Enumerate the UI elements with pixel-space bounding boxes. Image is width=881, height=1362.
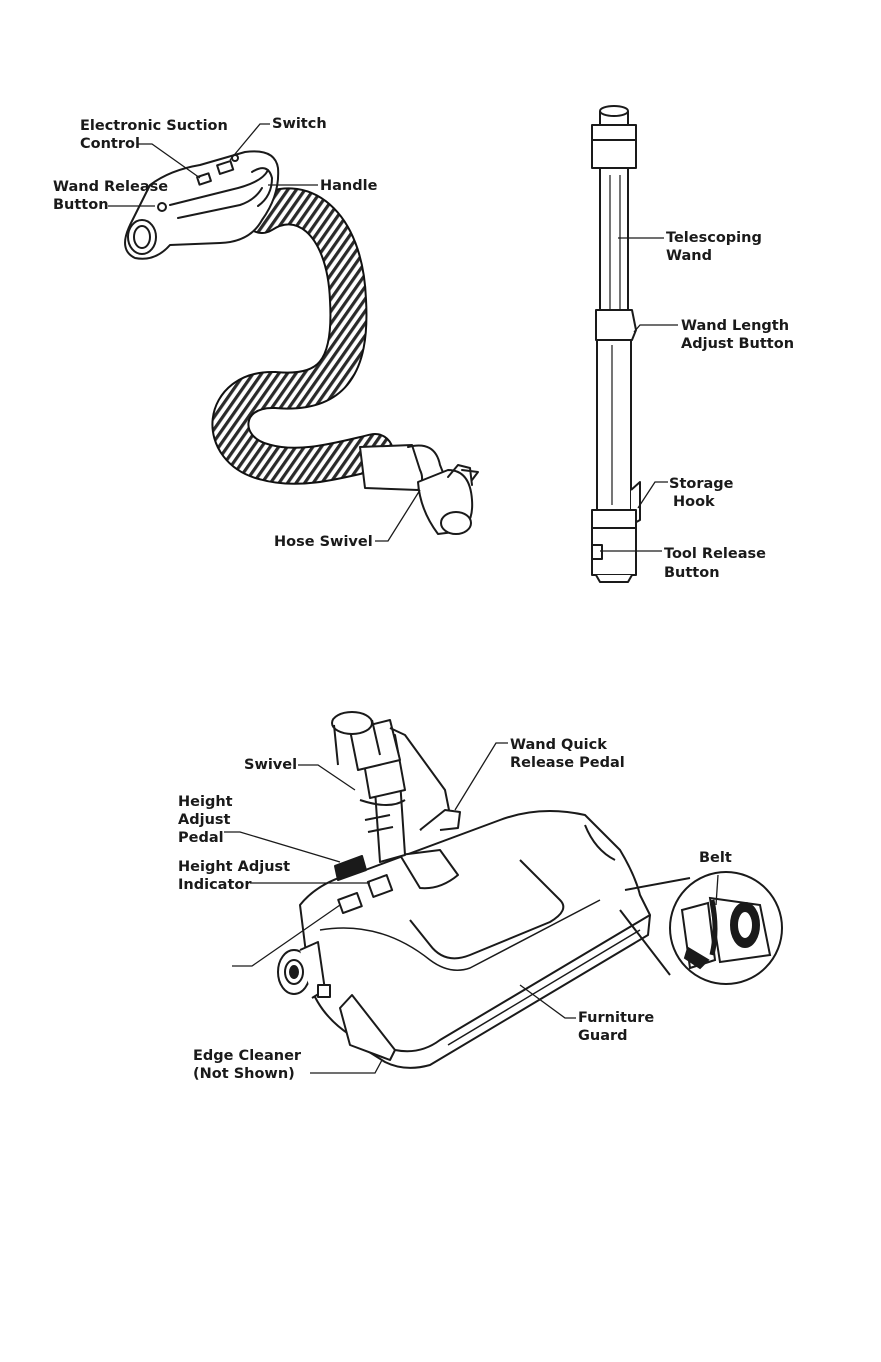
- label-height-adjust-indicator-line2: Indicator: [178, 876, 252, 894]
- label-belt: Belt: [699, 849, 732, 867]
- label-handle: Handle: [320, 177, 377, 195]
- label-edge-cleaner-line2: (Not Shown): [193, 1065, 295, 1083]
- label-storage-hook: Storage: [669, 475, 734, 493]
- label-wand-release-button: Wand Release: [53, 178, 168, 196]
- hose-swivel-body: [360, 445, 422, 490]
- label-edge-cleaner: Edge Cleaner: [193, 1047, 301, 1065]
- label-wand-release-button-line2: Button: [53, 196, 109, 214]
- label-height-adjust-pedal-line3: Pedal: [178, 829, 224, 847]
- belt-inset: [620, 872, 782, 984]
- label-wand-length-adjust-button: Wand Length: [681, 317, 789, 335]
- label-wand-quick-release-pedal-line2: Release Pedal: [510, 754, 625, 772]
- label-tool-release-button: Tool Release: [664, 545, 766, 563]
- label-furniture-guard-line2: Guard: [578, 1027, 628, 1045]
- telescoping-wand: [592, 106, 640, 582]
- label-swivel: Swivel: [244, 756, 297, 774]
- label-electronic-suction-control: Electronic Suction: [80, 117, 228, 135]
- label-height-adjust-pedal: Height: [178, 793, 233, 811]
- label-wand-length-adjust-button-line2: Adjust Button: [681, 335, 794, 353]
- label-wand-quick-release-pedal: Wand Quick: [510, 736, 607, 754]
- label-furniture-guard: Furniture: [578, 1009, 654, 1027]
- label-electronic-suction-control-line2: Control: [80, 135, 140, 153]
- label-height-adjust-indicator: Height Adjust: [178, 858, 290, 876]
- label-hose-swivel: Hose Swivel: [274, 533, 373, 551]
- label-storage-hook-line2: Hook: [673, 493, 715, 511]
- label-tool-release-button-line2: Button: [664, 564, 720, 582]
- label-height-adjust-pedal-line2: Adjust: [178, 811, 230, 829]
- label-switch: Switch: [272, 115, 327, 133]
- label-telescoping-wand-line2: Wand: [666, 247, 712, 265]
- hose-assembly: [125, 151, 478, 534]
- label-telescoping-wand: Telescoping: [666, 229, 762, 247]
